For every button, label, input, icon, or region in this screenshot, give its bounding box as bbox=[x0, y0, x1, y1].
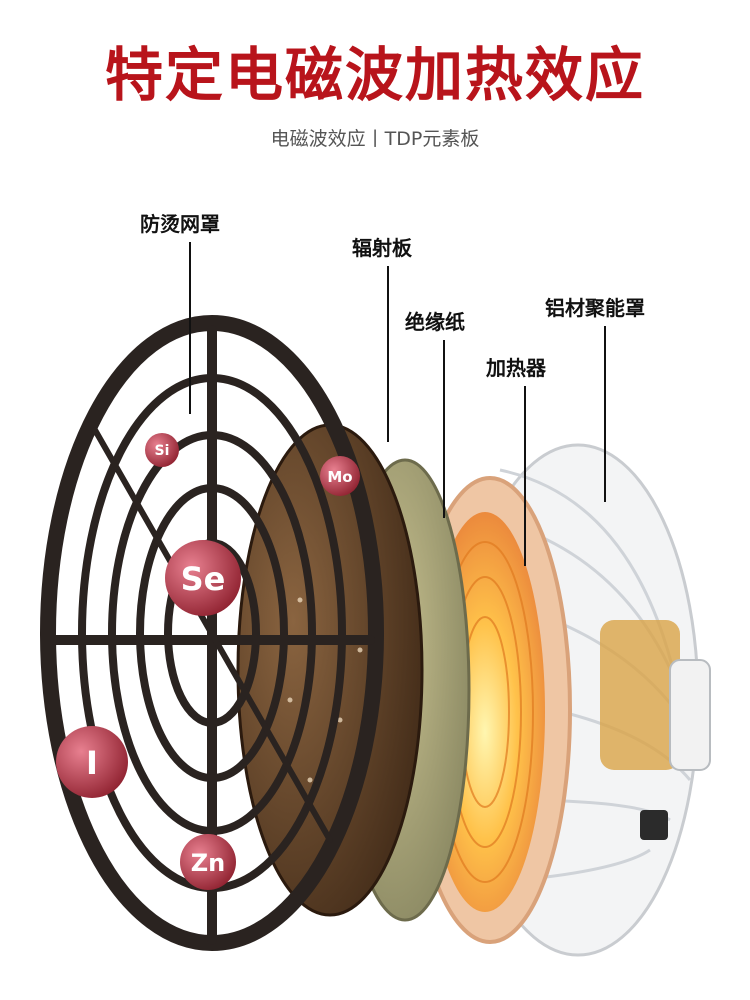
svg-text:Mo: Mo bbox=[327, 468, 352, 486]
element-badge-se: Se bbox=[165, 540, 241, 616]
element-badge-zn: Zn bbox=[180, 834, 236, 890]
element-badge-i: I bbox=[56, 726, 128, 798]
label-radiant-plate: 辐射板 bbox=[352, 236, 412, 260]
page-subtitle: 电磁波效应丨TDP元素板 bbox=[270, 128, 480, 150]
element-badge-si: Si bbox=[145, 433, 179, 467]
svg-text:I: I bbox=[86, 744, 98, 782]
label-guard: 防烫网罩 bbox=[140, 212, 220, 236]
svg-text:Zn: Zn bbox=[191, 849, 226, 877]
label-heater: 加热器 bbox=[486, 356, 546, 380]
svg-text:Si: Si bbox=[155, 443, 170, 459]
svg-text:Se: Se bbox=[181, 560, 226, 598]
label-reflector: 铝材聚能罩 bbox=[545, 296, 645, 320]
element-badge-mo: Mo bbox=[320, 456, 360, 496]
leader-line-insulating-paper bbox=[443, 340, 445, 518]
leader-line-guard bbox=[189, 242, 191, 414]
leader-line-radiant-plate bbox=[387, 266, 389, 442]
leader-line-heater bbox=[524, 386, 526, 566]
page-title: 特定电磁波加热效应 bbox=[104, 41, 645, 109]
label-insulating-paper: 绝缘纸 bbox=[405, 310, 465, 334]
leader-line-reflector bbox=[604, 326, 606, 502]
